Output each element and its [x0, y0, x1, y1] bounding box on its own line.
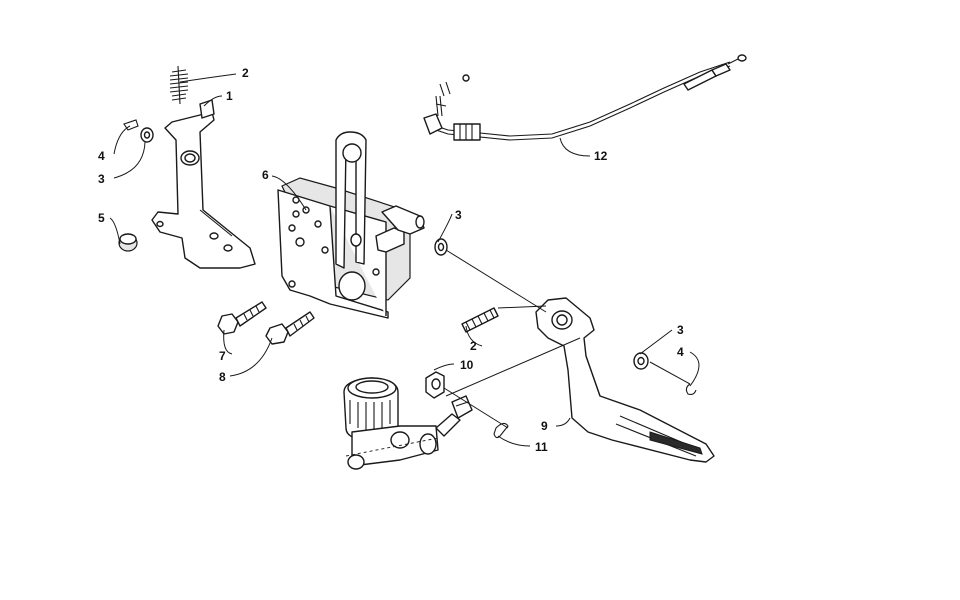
upper-pedal-arm [151, 111, 256, 269]
callout-6: 6 [262, 168, 269, 182]
callout-12: 12 [594, 149, 608, 163]
assembly-guide-lines [345, 249, 691, 457]
callout-11: 11 [535, 440, 548, 454]
callout-labels: 1 2 2 3 3 3 4 4 5 6 7 8 9 10 11 12 [98, 66, 684, 454]
callout-3-bracket: 3 [455, 208, 462, 222]
clip-upper [199, 99, 215, 119]
callout-3-right: 3 [677, 323, 684, 337]
washer-upper [140, 127, 154, 143]
cotter-pin [493, 422, 509, 439]
callout-10: 10 [460, 358, 474, 372]
callout-2-upper: 2 [242, 66, 249, 80]
pedal-spring-lower [461, 307, 499, 333]
lower-brake-pedal [535, 297, 715, 463]
bolt-short [217, 301, 267, 335]
callout-3-upper-left: 3 [98, 172, 105, 186]
callout-4-right: 4 [677, 345, 684, 359]
bolt-long [265, 311, 315, 345]
callout-4-upper-left: 4 [98, 149, 105, 163]
washer-right-lower [633, 352, 649, 370]
clevis-pin [425, 371, 445, 399]
cable-assembly [423, 54, 747, 141]
callout-leaders [109, 73, 700, 447]
callout-5: 5 [98, 211, 105, 225]
e-clip-right [685, 383, 697, 396]
mounting-bracket [277, 131, 425, 319]
callout-1: 1 [226, 89, 233, 103]
callout-7: 7 [219, 349, 226, 363]
callout-2-lower: 2 [470, 339, 477, 353]
pedal-spring-upper [169, 65, 189, 105]
brake-master-cylinder [343, 377, 473, 470]
callout-8: 8 [219, 370, 226, 384]
bushing-cap [118, 233, 138, 252]
washer-right-upper [434, 238, 448, 256]
callout-9: 9 [541, 419, 548, 433]
